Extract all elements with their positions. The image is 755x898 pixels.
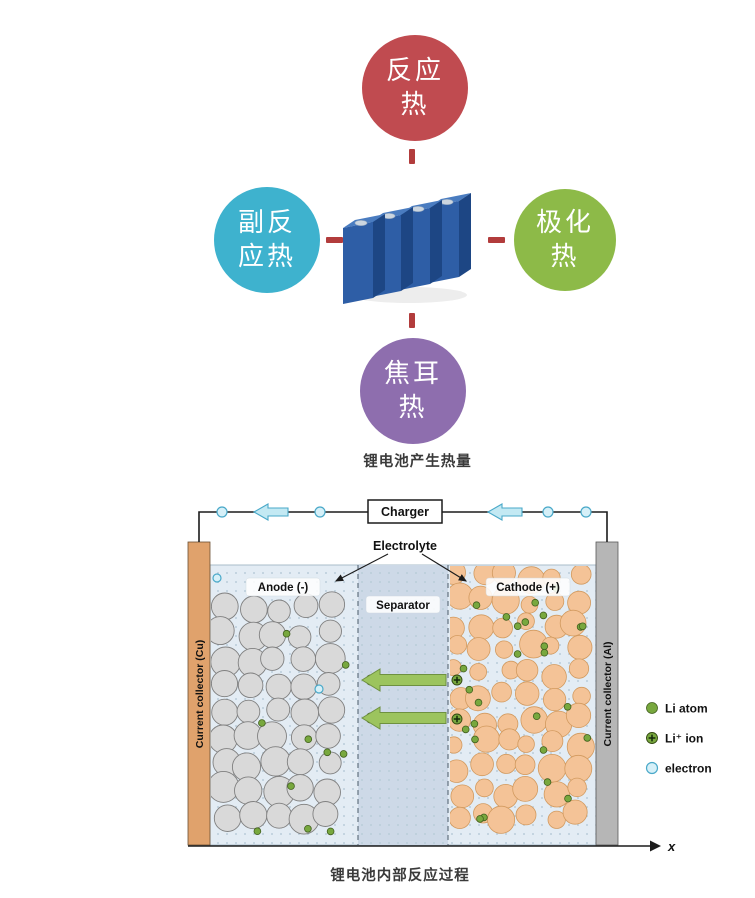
legend-electron-label: electron: [665, 762, 712, 776]
heat-node-polarization-line2: 热: [550, 241, 580, 271]
cathode-li-atoms: [459, 584, 592, 823]
cu-collector-label: Current collector (Cu): [194, 640, 206, 749]
al-collector-label: Current collector (Al): [602, 641, 614, 746]
electron-dot: [212, 573, 222, 583]
anode-label: Anode (-): [258, 582, 309, 594]
li-ion: [451, 674, 463, 686]
heat-node-joule-line1: 焦耳: [383, 358, 442, 389]
electron-dot: [216, 506, 228, 518]
electron-flow-arrow-right: [486, 503, 523, 521]
electrolyte-arrow-right: [421, 553, 468, 582]
battery-internal-diagram: Anode (-) Separator Cathode (+) Current …: [187, 499, 712, 854]
cathode-label-box: [485, 577, 571, 597]
electron-flow-arrow-left: [252, 503, 289, 521]
electron-dot: [314, 684, 324, 694]
legend-li-atom-icon: [646, 702, 658, 714]
connector-dash-left: [326, 237, 343, 243]
cathode-label: Cathode (+): [496, 582, 560, 594]
top-figure-caption: 锂电池产生热量: [363, 454, 472, 470]
electrolyte-arrow-left: [334, 553, 389, 582]
anode-particles: [211, 591, 346, 835]
heat-node-side-reaction-line2: 应热: [237, 241, 296, 271]
heat-node-side-reaction-line1: 副反: [237, 207, 296, 238]
charger-label: Charger: [381, 505, 429, 519]
heat-node-joule-line2: 热: [398, 392, 428, 422]
separator-label: Separator: [376, 600, 430, 612]
heat-node-reaction: 反应 热: [362, 35, 468, 141]
anode-li-atoms: [253, 629, 350, 836]
connector-dash-bottom: [409, 313, 415, 328]
heat-node-polarization-line1: 极化: [535, 207, 594, 238]
x-axis-arrowhead: [650, 840, 661, 852]
legend-li-atom-label: Li atom: [665, 702, 708, 716]
heat-node-polarization: 极化 热: [514, 189, 616, 291]
charger-box: [367, 499, 443, 524]
connector-dash-right: [488, 237, 505, 243]
legend-electron-icon: [645, 761, 659, 775]
legend-li-ion-plus: [648, 734, 656, 742]
electrolyte-label: Electrolyte: [373, 539, 437, 553]
electron-dot: [314, 506, 326, 518]
heat-node-side-reaction: 副反 应热: [214, 187, 320, 293]
separator-label-box: [365, 595, 441, 614]
bottom-figure-caption: 锂电池内部反应过程: [330, 868, 470, 884]
legend-li-ion-label: Li⁺ ion: [665, 732, 703, 746]
heat-node-joule: 焦耳 热: [360, 338, 466, 444]
legend: Li atom Li⁺ ion electron: [645, 702, 712, 776]
li-ion: [451, 713, 463, 725]
x-axis-label: x: [667, 839, 676, 854]
ion-flow-arrow-lower: [361, 706, 447, 730]
connector-dash-top: [409, 149, 415, 164]
battery-cell-1: [343, 213, 386, 305]
heat-node-reaction-line2: 热: [400, 89, 430, 119]
heat-node-reaction-line1: 反应: [385, 55, 444, 86]
battery-cells-illustration: [343, 192, 472, 305]
wire-right: [442, 511, 608, 542]
anode-label-box: [245, 577, 321, 597]
ion-flow-arrow-upper: [361, 668, 447, 692]
electron-dot: [542, 506, 554, 518]
wire-left: [198, 511, 368, 542]
electron-dot: [580, 506, 592, 518]
